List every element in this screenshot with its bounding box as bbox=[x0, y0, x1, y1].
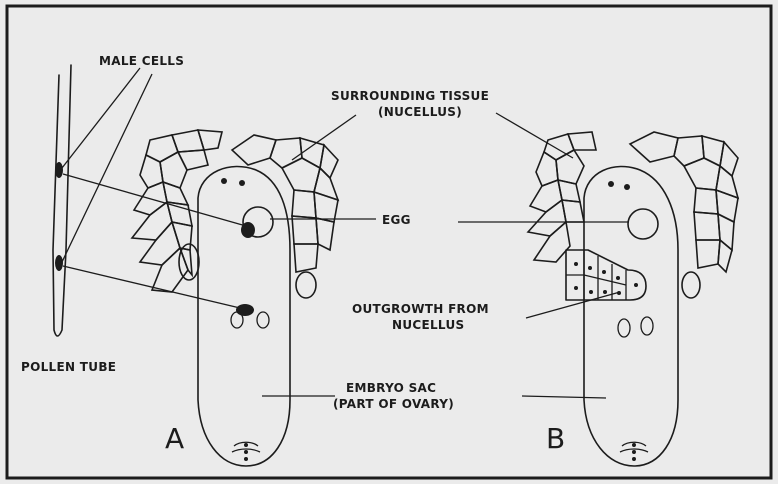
egg-b bbox=[628, 209, 658, 239]
nucellus-bulge-right-b bbox=[682, 272, 700, 298]
embryo-sac-a bbox=[198, 166, 290, 466]
nucellus-tissue-a bbox=[132, 130, 338, 292]
leader-male-lower-to-nucleus bbox=[63, 266, 240, 308]
nucellus-tissue-b bbox=[528, 132, 738, 272]
antipodal-cells-b bbox=[620, 442, 648, 461]
panel-label-b: B bbox=[546, 422, 565, 455]
synergid-dot-b1 bbox=[608, 181, 614, 187]
panel-b bbox=[528, 132, 738, 466]
nucellus-outgrowth bbox=[566, 250, 646, 300]
synergid-dot-a1 bbox=[221, 178, 227, 184]
nucellus-bulge-right-a bbox=[296, 272, 316, 298]
leader-male-upper-to-egg bbox=[63, 174, 246, 226]
fusing-nucleus-a bbox=[236, 304, 254, 316]
synergid-dot-a2 bbox=[239, 180, 245, 186]
male-cell-lower bbox=[55, 255, 63, 271]
polar-nucleus-b2 bbox=[641, 317, 653, 335]
label-pollen-tube: POLLEN TUBE bbox=[21, 360, 116, 374]
leader-tissue-a bbox=[292, 115, 356, 160]
label-outgrowth-nucellus: NUCELLUS bbox=[392, 318, 464, 332]
polar-nucleus-b1 bbox=[618, 319, 630, 337]
embryo-sac-b bbox=[584, 166, 678, 466]
label-nucellus: (NUCELLUS) bbox=[378, 105, 462, 119]
label-outgrowth: OUTGROWTH FROM bbox=[352, 302, 489, 316]
label-male-cells: MALE CELLS bbox=[99, 54, 184, 68]
label-part-of-ovary: (PART OF OVARY) bbox=[333, 397, 454, 411]
synergid-dot-b2 bbox=[624, 184, 630, 190]
polar-nucleus-a2 bbox=[257, 312, 269, 328]
egg-a bbox=[241, 207, 273, 238]
antipodal-cells-a bbox=[232, 442, 260, 461]
label-surrounding-tissue: SURROUNDING TISSUE bbox=[331, 89, 489, 103]
labels: MALE CELLS SURROUNDING TISSUE (NUCELLUS)… bbox=[21, 54, 565, 455]
label-egg: EGG bbox=[382, 213, 411, 227]
polar-nucleus-a1 bbox=[231, 312, 243, 328]
leader-male-cells-1 bbox=[62, 68, 140, 168]
pollen-tube bbox=[53, 65, 71, 336]
male-cell-upper bbox=[55, 162, 63, 178]
leader-embryo-b bbox=[522, 396, 606, 398]
label-embryo-sac: EMBRYO SAC bbox=[346, 381, 436, 395]
leader-lines bbox=[62, 68, 628, 398]
leader-outgrowth bbox=[526, 292, 620, 318]
panel-label-a: A bbox=[165, 422, 184, 455]
leader-male-cells-2 bbox=[62, 74, 152, 262]
